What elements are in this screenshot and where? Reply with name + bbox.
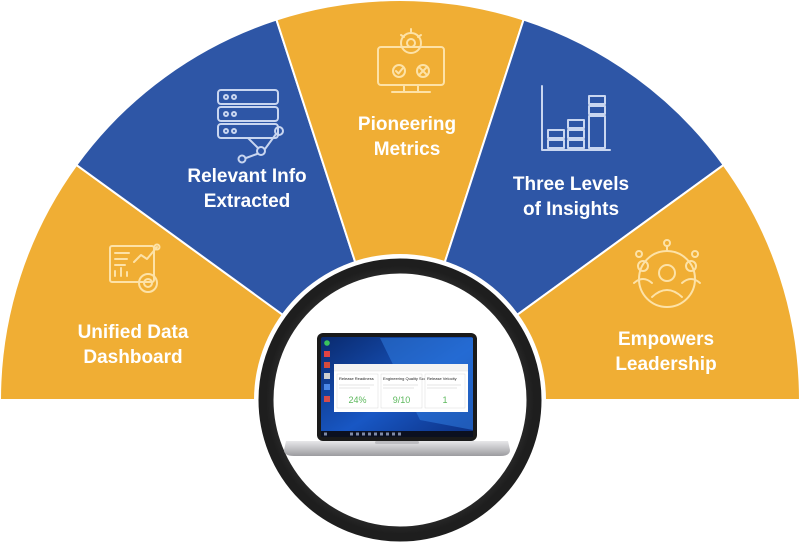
metric-card-title: Release Readiness <box>339 376 374 381</box>
segment-label-line1: Empowers <box>618 329 714 350</box>
segment-label-three-levels-of-insights: Three Levels of Insights <box>513 174 629 220</box>
segment-label-line2: Metrics <box>374 139 441 160</box>
dashboard-chart-icon <box>109 243 161 293</box>
taskbar-icons <box>324 432 401 436</box>
laptop-base <box>284 441 510 456</box>
metric-card-value: 9/10 <box>393 395 411 405</box>
desktop-icon <box>324 373 330 379</box>
segment-label-line1: Unified Data <box>78 322 189 343</box>
leader-team-icon <box>633 239 701 308</box>
desktop-icon <box>324 362 330 368</box>
metric-card: Release Velocity 1 <box>424 373 466 409</box>
metric-card-value: 1 <box>442 395 447 405</box>
database-network-icon <box>217 89 284 164</box>
metric-card-title: Release Velocity <box>427 376 457 381</box>
segment-label-line2: Extracted <box>204 191 291 212</box>
segment-label-relevant-info-extracted: Relevant Info Extracted <box>187 166 306 212</box>
desktop-icon <box>324 396 330 402</box>
metric-card: Engineering Quality Score 9/10 <box>380 373 430 409</box>
gear-monitor-icon <box>377 28 445 93</box>
desktop-icon <box>324 340 330 346</box>
app-window-toolbar <box>334 364 468 371</box>
segment-label-line2: of Insights <box>523 199 619 220</box>
screen-taskbar <box>321 431 473 437</box>
laptop-notch <box>375 441 419 444</box>
metric-card: Release Readiness 24% <box>336 373 379 409</box>
center-ring <box>258 258 542 542</box>
center-badge: Release Readiness 24% Engineering Qualit… <box>254 254 546 542</box>
segment-pioneering-metrics <box>275 0 525 404</box>
segment-label-line2: Dashboard <box>83 347 182 368</box>
desktop-icons <box>324 340 330 402</box>
segment-label-pioneering-metrics: Pioneering Metrics <box>358 114 456 160</box>
segment-label-unified-data-dashboard: Unified Data Dashboard <box>78 322 189 368</box>
segment-label-empowers-leadership: Empowers Leadership <box>615 329 716 375</box>
segment-label-line1: Three Levels <box>513 174 629 195</box>
metric-card-value: 24% <box>348 395 366 405</box>
segment-label-line1: Pioneering <box>358 114 456 135</box>
desktop-icon <box>324 384 330 390</box>
bar-levels-icon <box>541 85 611 151</box>
laptop-image: Release Readiness 24% Engineering Qualit… <box>284 333 510 456</box>
segment-label-line2: Leadership <box>615 354 716 375</box>
desktop-icon <box>324 351 330 357</box>
metric-card-title: Engineering Quality Score <box>383 376 430 381</box>
segment-label-line1: Relevant Info <box>187 166 306 187</box>
